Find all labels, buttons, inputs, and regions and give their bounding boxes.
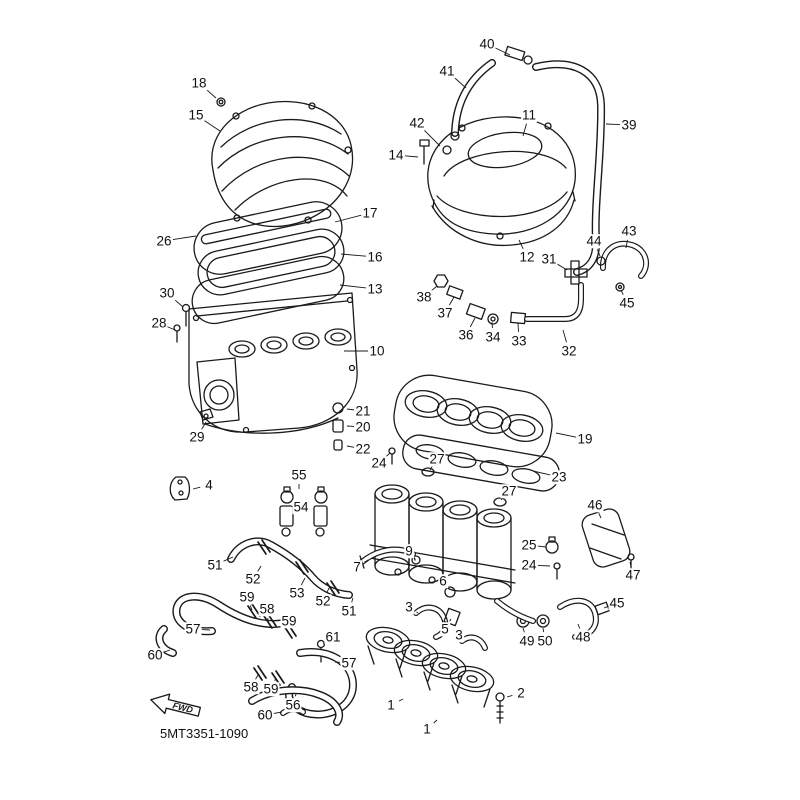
hose-57a <box>172 592 288 636</box>
hose-43 <box>600 240 650 279</box>
hose-60b <box>280 706 306 716</box>
hose-48 <box>557 597 599 640</box>
throttle-body-assembly <box>369 484 516 600</box>
hose-39 <box>532 60 606 276</box>
hose-41 <box>450 59 496 141</box>
gasket-23 <box>402 434 560 492</box>
pipe-7 <box>359 546 416 569</box>
clamp-25 <box>545 536 559 554</box>
t-fitting-31 <box>564 260 588 285</box>
elbow-45b <box>594 601 610 616</box>
fwd-arrow: FWD <box>150 693 202 717</box>
bolt-28 <box>173 324 181 343</box>
mid-fittings <box>433 240 650 325</box>
joint-clamps-54-55 <box>279 486 328 537</box>
air-cleaner-case <box>173 292 396 465</box>
bracket-4 <box>169 476 191 501</box>
grommet-42 <box>442 145 452 155</box>
breather-parts <box>332 402 396 465</box>
bolt-30 <box>181 303 191 327</box>
fitting-40 <box>504 45 533 65</box>
bolt-2 <box>495 692 505 724</box>
fwd-label: FWD <box>172 700 195 715</box>
funnel-plate-19 <box>393 374 553 507</box>
clamp-27b <box>493 497 507 507</box>
hose-60a <box>155 625 177 657</box>
hose-32 <box>524 282 584 322</box>
element-gasket-stack <box>191 201 345 325</box>
bolt-24b <box>553 562 561 580</box>
hose-run-51-52-53 <box>227 537 353 599</box>
bolt-14 <box>419 139 430 165</box>
hose-3b <box>459 634 488 651</box>
air-cleaner-cover <box>211 97 354 228</box>
intake-funnels <box>365 626 495 708</box>
diagram-code: 5MT3351-1090 <box>160 726 249 741</box>
hose-to-rings <box>494 598 536 624</box>
clamps-58b-59c <box>253 665 285 686</box>
hose-3a <box>413 604 449 640</box>
nut-18 <box>216 97 226 107</box>
canister-46 <box>581 508 631 568</box>
bracket-29 <box>199 408 214 421</box>
cover-assembly-right <box>419 116 576 247</box>
